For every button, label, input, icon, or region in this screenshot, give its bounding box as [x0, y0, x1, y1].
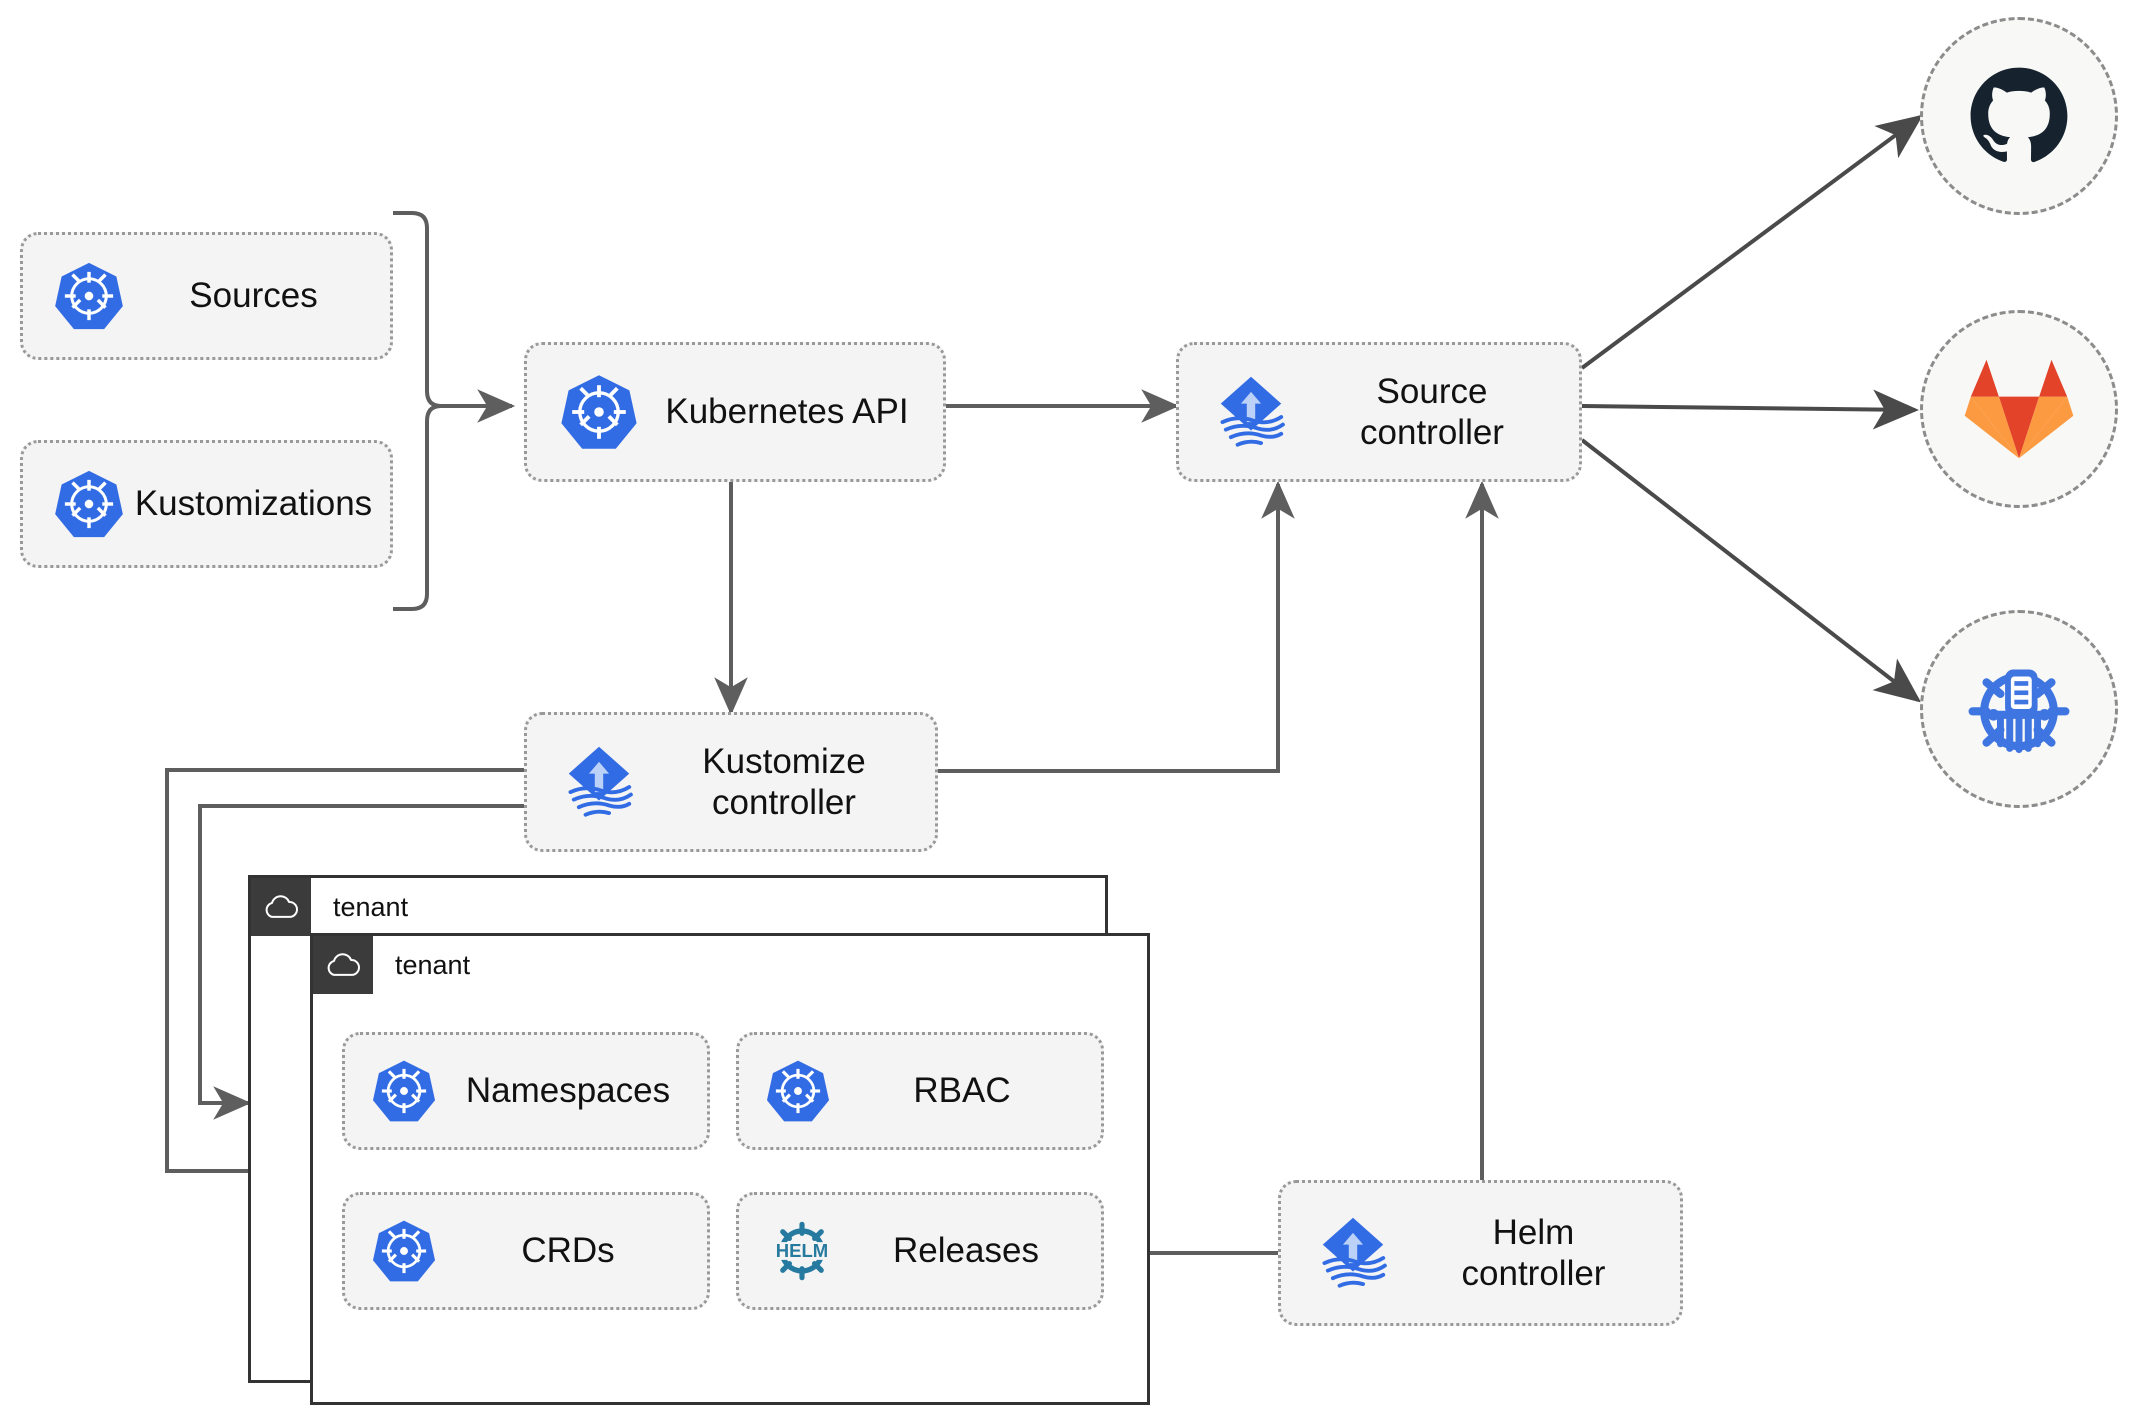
node-namespaces[interactable]: Namespaces [342, 1032, 710, 1150]
gitlab-icon [1963, 355, 2075, 463]
provider-github[interactable] [1920, 17, 2118, 215]
tenant-label: tenant [333, 891, 409, 922]
node-source-controller[interactable]: Source controller [1176, 342, 1582, 482]
cloud-icon [313, 936, 373, 994]
node-kustomize-controller[interactable]: Kustomize controller [524, 712, 938, 852]
tenant-box-inner[interactable]: tenant [310, 933, 1150, 1405]
flux-icon [557, 740, 641, 824]
kubernetes-icon [53, 468, 125, 540]
node-kubernetes-api[interactable]: Kubernetes API [524, 342, 946, 482]
node-label: Kustomize controller [702, 741, 866, 822]
node-label: CRDs [521, 1231, 615, 1271]
node-label: Helm controller [1461, 1212, 1606, 1293]
flux-icon [1209, 370, 1293, 454]
provider-oci-registry[interactable] [1920, 610, 2118, 808]
node-sources[interactable]: Sources [20, 232, 393, 360]
tenant-label: tenant [395, 949, 471, 980]
tenant-header: tenant [251, 878, 408, 936]
node-label: Kustomizations [134, 484, 373, 524]
node-rbac[interactable]: RBAC [736, 1032, 1104, 1150]
provider-gitlab[interactable] [1920, 310, 2118, 508]
node-label: Source controller [1360, 371, 1504, 452]
kubernetes-icon [765, 1058, 831, 1124]
node-kustomizations[interactable]: Kustomizations [20, 440, 393, 568]
svg-text:HELM: HELM [776, 1240, 828, 1261]
node-releases[interactable]: HELM Releases [736, 1192, 1104, 1310]
kubernetes-icon [371, 1058, 437, 1124]
oci-registry-icon [1961, 651, 2077, 767]
helm-icon: HELM [765, 1214, 839, 1288]
github-icon [1964, 61, 2074, 171]
node-label: Kubernetes API [665, 392, 909, 432]
flux-icon [1311, 1211, 1395, 1295]
kubernetes-icon [371, 1218, 437, 1284]
kubernetes-icon [53, 260, 125, 332]
node-crds[interactable]: CRDs [342, 1192, 710, 1310]
node-helm-controller[interactable]: Helm controller [1278, 1180, 1683, 1326]
tenant-header: tenant [313, 936, 470, 994]
node-label: Releases [893, 1231, 1039, 1271]
cloud-icon [251, 878, 311, 936]
kubernetes-icon [559, 372, 639, 452]
node-label: Namespaces [465, 1071, 671, 1111]
node-label: RBAC [913, 1071, 1011, 1111]
node-label: Sources [189, 276, 318, 316]
